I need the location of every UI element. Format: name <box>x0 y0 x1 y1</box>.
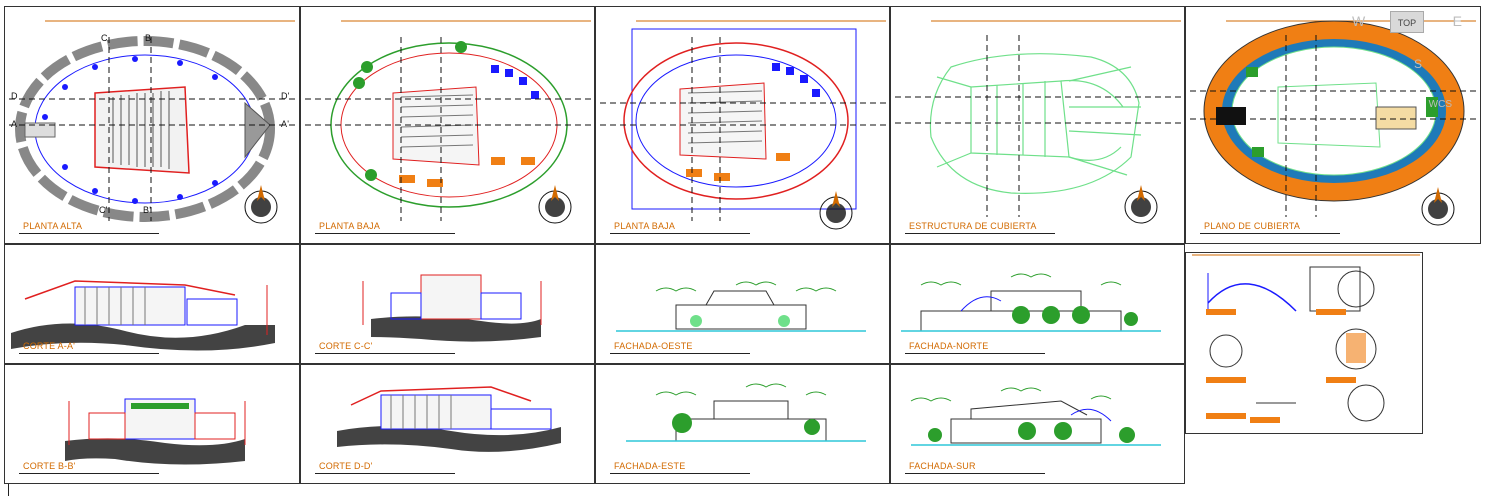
viewcube-top-face[interactable]: TOP <box>1390 11 1424 33</box>
floor-plan-drawing <box>9 20 297 224</box>
section-mark-b2: B' <box>143 205 152 215</box>
section-drawing <box>11 280 275 351</box>
sheet-title: FACHADA-SUR <box>909 461 976 471</box>
roof-plan-drawing <box>1190 20 1476 226</box>
panel-planta-baja-1[interactable]: PLANTA BAJA <box>300 6 595 244</box>
panel-estructura[interactable]: ESTRUCTURA DE CUBIERTA <box>890 6 1185 244</box>
title-underline <box>905 353 1045 354</box>
section-mark-c: C <box>101 33 108 43</box>
title-underline <box>19 473 159 474</box>
section-drawing <box>337 386 561 452</box>
elevation-drawing <box>910 387 1161 446</box>
origin-marker <box>8 484 19 496</box>
section-mark-a: A <box>11 119 18 129</box>
sheet-title: PLANTA ALTA <box>23 221 83 231</box>
viewcube[interactable]: W TOP E <box>1352 11 1462 41</box>
sheet-title: CORTE C-C' <box>319 341 373 351</box>
sheet-title: PLANTA BAJA <box>319 221 381 231</box>
title-underline <box>315 473 455 474</box>
panel-fachada-este[interactable]: FACHADA-ESTE <box>595 364 890 484</box>
sheet-title: PLANO DE CUBIERTA <box>1204 221 1301 231</box>
panel-corte-aa[interactable]: CORTE A-A' <box>4 244 300 364</box>
roof-structure-drawing <box>895 20 1181 224</box>
floor-plan-drawing <box>600 20 886 230</box>
panel-fachada-norte[interactable]: FACHADA-NORTE <box>890 244 1185 364</box>
wcs-indicator[interactable]: WCS <box>1428 99 1452 110</box>
viewcube-south[interactable]: S <box>1414 57 1423 71</box>
section-drawing <box>65 398 246 465</box>
details-drawing <box>1192 254 1420 423</box>
section-drawing <box>362 274 542 342</box>
panel-planta-alta[interactable]: PLANTA ALTA C B D D' A A' C' B' <box>4 6 300 244</box>
panel-fachada-oeste[interactable]: FACHADA-OESTE <box>595 244 890 364</box>
sheet-title: PLANTA BAJA <box>614 221 676 231</box>
elevation-drawing <box>901 273 1161 332</box>
panel-corte-cc[interactable]: CORTE C-C' <box>300 244 595 364</box>
title-underline <box>610 233 750 234</box>
title-underline <box>315 353 455 354</box>
floor-plan-drawing <box>305 20 591 224</box>
sheet-title: ESTRUCTURA DE CUBIERTA <box>909 221 1037 231</box>
title-underline <box>905 473 1045 474</box>
sheet-title: CORTE D-D' <box>319 461 373 471</box>
sheet-title: FACHADA-OESTE <box>614 341 693 351</box>
title-underline <box>610 353 750 354</box>
title-underline <box>905 233 1055 234</box>
sheet-title: FACHADA-NORTE <box>909 341 989 351</box>
panel-plano-cubierta[interactable]: PLANO DE CUBIERTA W TOP E S WCS <box>1185 6 1481 244</box>
section-mark-d: D <box>11 91 18 101</box>
elevation-drawing <box>626 383 866 442</box>
panel-fachada-sur[interactable]: FACHADA-SUR <box>890 364 1185 484</box>
viewcube-west[interactable]: W <box>1352 13 1366 29</box>
title-underline <box>19 233 159 234</box>
section-mark-d2: D' <box>281 91 290 101</box>
sheet-title: FACHADA-ESTE <box>614 461 686 471</box>
section-mark-a2: A' <box>281 119 290 129</box>
viewcube-east[interactable]: E <box>1452 13 1462 29</box>
panel-corte-bb[interactable]: CORTE B-B' <box>4 364 300 484</box>
sheet-title: CORTE A-A' <box>23 341 76 351</box>
panel-corte-dd[interactable]: CORTE D-D' <box>300 364 595 484</box>
sheet-title: CORTE B-B' <box>23 461 76 471</box>
title-underline <box>19 353 159 354</box>
panel-planta-baja-2[interactable]: PLANTA BAJA <box>595 6 890 244</box>
section-mark-b: B <box>145 33 152 43</box>
title-underline <box>1200 233 1340 234</box>
title-underline <box>610 473 750 474</box>
elevation-drawing <box>616 281 866 332</box>
panel-details[interactable] <box>1185 252 1423 434</box>
title-underline <box>315 233 455 234</box>
section-mark-c2: C' <box>99 205 108 215</box>
